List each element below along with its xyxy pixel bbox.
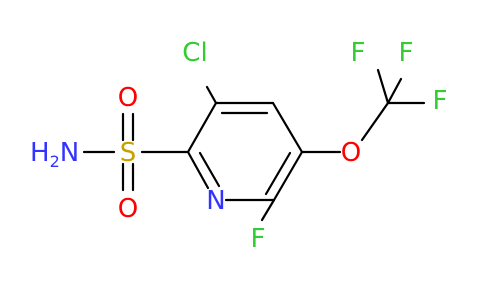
- atom-cf3-f-top: F: [399, 38, 414, 68]
- atom-cf3-f-right: F: [433, 86, 448, 116]
- bond-n-c2-inner: [198, 151, 221, 188]
- atom-labels: H2N S O O N Cl F O F F F: [30, 38, 447, 254]
- bond-c5-c6: [272, 150, 304, 202]
- bond-c2-c3: [186, 101, 218, 154]
- bond-n-c2: [186, 150, 210, 190]
- atom-ether-o: O: [341, 138, 361, 168]
- sulfonamide-h: H: [30, 138, 50, 168]
- sulfonamide-h-count: 2: [50, 152, 60, 171]
- bond-c6-f: [260, 198, 276, 222]
- bond-cf3-ftop: [386, 77, 403, 105]
- atom-sulfonyl-o-top: O: [118, 83, 138, 113]
- atom-ring-n: N: [206, 186, 225, 216]
- bond-c5-c6-inner: [264, 151, 292, 196]
- bond-lines: [82, 68, 426, 222]
- atom-chlorine: Cl: [182, 38, 207, 68]
- atom-ring-f: F: [251, 224, 266, 254]
- atom-sulfonyl-o-bottom: O: [118, 194, 138, 224]
- bond-cf3-fleft: [376, 68, 390, 105]
- atom-sulfonamide-n: H2N: [30, 138, 79, 171]
- atom-cf3-f-left: F: [351, 38, 366, 68]
- sulfonamide-n: N: [60, 138, 79, 168]
- bond-o-cf3: [360, 101, 390, 142]
- bond-c3-cl: [205, 85, 218, 105]
- atom-sulfur: S: [120, 138, 137, 168]
- bond-c4-c5: [271, 101, 304, 154]
